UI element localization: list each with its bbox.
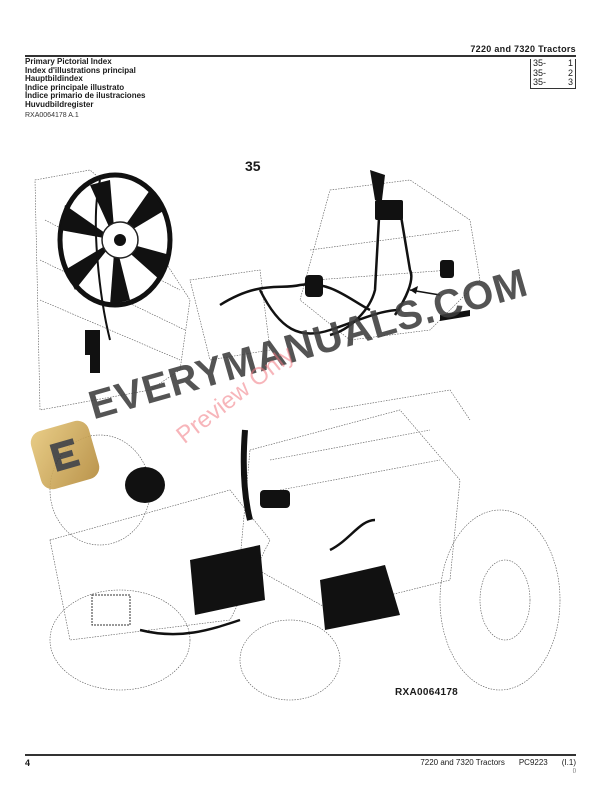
- tractor-exploded-illustration: [34, 169, 561, 701]
- page-ref-section: 35-: [533, 67, 547, 78]
- logo-e-glyph-icon: [49, 438, 81, 472]
- figure-code: RXA0064178: [395, 687, 459, 698]
- footer-divider: [25, 754, 576, 756]
- footer-info: 7220 and 7320 Tractors PC9223 (I.1): [420, 758, 576, 767]
- document-header-title: 7220 and 7320 Tractors: [470, 44, 576, 54]
- page-ref-row[interactable]: 35- 1: [533, 58, 573, 69]
- index-title-es: Índice primario de ilustraciones: [25, 91, 146, 101]
- reference-code: RXA0064178 A.1: [25, 112, 79, 119]
- index-title-sv: Huvudbildregister: [25, 99, 94, 109]
- index-title-fr: Index d'illustrations principal: [25, 65, 136, 75]
- footer-doc-code: PC9223: [518, 758, 548, 767]
- page-ref-page: 2: [567, 67, 573, 78]
- footer-small-mark: (): [572, 768, 576, 774]
- footer-product: 7220 and 7320 Tractors: [420, 758, 505, 767]
- header-divider: [25, 55, 576, 57]
- page-ref-section: 35-: [533, 77, 547, 87]
- everymanuals-logo-icon: [27, 417, 103, 493]
- index-title-list: Primary Pictorial Index Index d'illustra…: [25, 57, 146, 110]
- index-title-de: Hauptbildindex: [25, 74, 83, 84]
- page-ref-row[interactable]: 35- 3: [533, 77, 573, 88]
- footer-page-number: 4: [25, 758, 31, 768]
- figure-number: 35: [245, 158, 261, 174]
- index-title-it: Indice principale illustrato: [25, 82, 125, 92]
- page-ref-page: 3: [567, 77, 573, 87]
- page-ref-row[interactable]: 35- 2: [533, 67, 573, 79]
- page-reference-box: 35- 1 35- 2 35- 3: [530, 58, 576, 89]
- footer-revision: (I.1): [561, 758, 576, 767]
- page-ref-page: 1: [567, 58, 573, 68]
- page-ref-section: 35-: [533, 58, 547, 68]
- index-title-en: Primary Pictorial Index: [25, 57, 112, 66]
- fan-component: [57, 172, 173, 308]
